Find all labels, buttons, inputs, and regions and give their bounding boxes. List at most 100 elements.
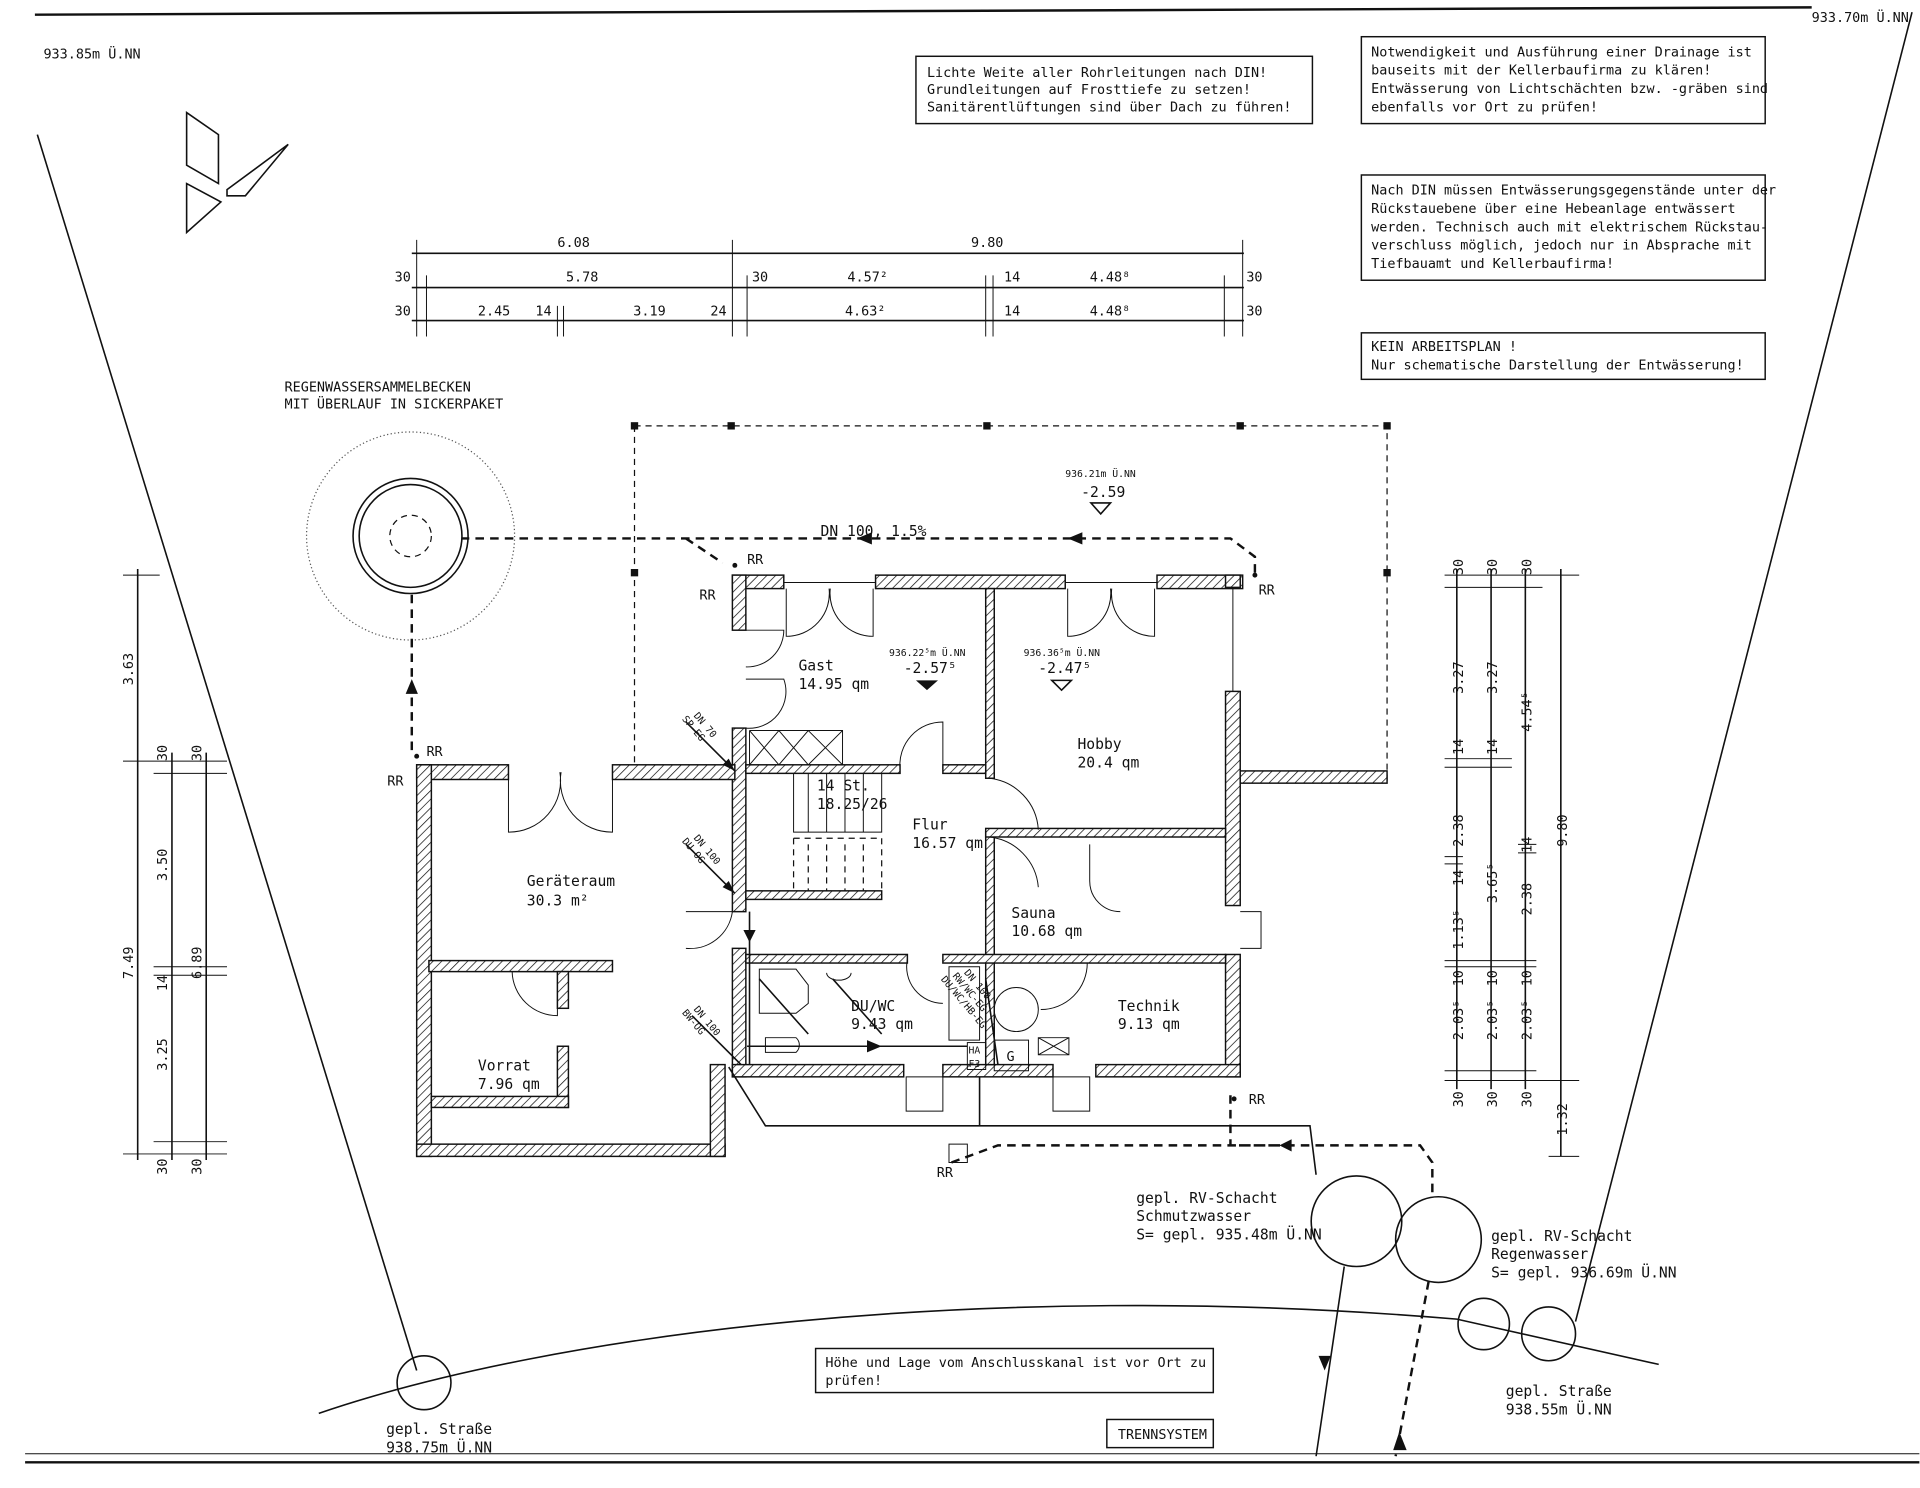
svg-text:3.19: 3.19 xyxy=(633,305,665,320)
svg-text:DU/WC: DU/WC xyxy=(851,998,895,1015)
svg-text:936.36⁵m Ü.NN: 936.36⁵m Ü.NN xyxy=(1024,646,1101,659)
svg-text:14: 14 xyxy=(1486,739,1501,755)
svg-text:10: 10 xyxy=(1520,970,1535,986)
rainwater-tank: REGENWASSERSAMMELBECKEN MIT ÜBERLAUF IN … xyxy=(285,381,516,641)
note-drainage: Notwendigkeit und Ausführung einer Drain… xyxy=(1360,35,1768,125)
svg-text:3.27: 3.27 xyxy=(1452,661,1467,693)
svg-text:9.43 qm: 9.43 qm xyxy=(851,1016,913,1033)
rr-label: RR xyxy=(1259,584,1276,599)
svg-text:Technik: Technik xyxy=(1118,998,1180,1015)
svg-text:30: 30 xyxy=(156,745,171,761)
svg-text:10: 10 xyxy=(1452,970,1467,986)
svg-text:Schmutzwasser: Schmutzwasser xyxy=(1136,1208,1251,1225)
svg-text:30: 30 xyxy=(1452,559,1467,575)
svg-text:30: 30 xyxy=(156,1159,171,1175)
svg-text:gepl. Straße: gepl. Straße xyxy=(386,1421,492,1438)
elevation-gast: 936.22⁵m Ü.NN -2.57⁵ xyxy=(889,646,966,691)
street-label-left: gepl. Straße 938.75m Ü.NN xyxy=(386,1421,492,1456)
svg-text:2.03⁵: 2.03⁵ xyxy=(1520,1000,1535,1041)
svg-text:3.27: 3.27 xyxy=(1486,661,1501,693)
svg-text:9.80: 9.80 xyxy=(1556,814,1571,846)
svg-text:Notwendigkeit und Ausführung e: Notwendigkeit und Ausführung einer Drain… xyxy=(1371,45,1752,60)
room-geraeteraum: Geräteraum 30.3 m² xyxy=(527,873,615,910)
svg-text:6.89: 6.89 xyxy=(190,947,205,979)
svg-text:-2.47⁵: -2.47⁵ xyxy=(1038,660,1091,677)
svg-text:30: 30 xyxy=(395,270,411,285)
pipes-rainwater xyxy=(405,532,1434,1457)
svg-text:Grundleitungen auf Frosttiefe: Grundleitungen auf Frosttiefe zu setzen! xyxy=(927,83,1251,98)
svg-text:14.95 qm: 14.95 qm xyxy=(798,676,869,693)
system-label: TRENNSYSTEM xyxy=(1106,1418,1215,1449)
svg-text:30.3 m²: 30.3 m² xyxy=(527,893,589,910)
svg-text:Rückstauebene über eine Hebean: Rückstauebene über eine Hebeanlage entwä… xyxy=(1371,202,1735,217)
svg-text:Regenwasser: Regenwasser xyxy=(1491,1246,1588,1263)
svg-text:10: 10 xyxy=(1486,970,1501,986)
elevation-hobby: 936.36⁵m Ü.NN -2.47⁵ xyxy=(1024,646,1101,692)
svg-text:S= gepl. 935.48m Ü.NN: S= gepl. 935.48m Ü.NN xyxy=(1136,1226,1322,1244)
shaft-regenwasser xyxy=(1394,1195,1483,1284)
svg-text:5.78: 5.78 xyxy=(566,270,598,285)
svg-text:14: 14 xyxy=(1520,837,1535,853)
svg-text:REGENWASSERSAMMELBECKEN: REGENWASSERSAMMELBECKEN xyxy=(285,381,471,396)
svg-text:3.25: 3.25 xyxy=(156,1038,171,1070)
svg-text:10.68 qm: 10.68 qm xyxy=(1011,923,1082,940)
street-shaft xyxy=(1457,1297,1511,1351)
property-line-right xyxy=(1574,12,1913,1322)
svg-text:4.57²: 4.57² xyxy=(847,270,888,285)
rr-label: RR xyxy=(426,745,443,760)
elevation-top-right: 933.70m Ü.NN xyxy=(1812,8,1909,26)
svg-text:KEIN ARBEITSPLAN !: KEIN ARBEITSPLAN ! xyxy=(1371,340,1517,355)
svg-text:7.96 qm: 7.96 qm xyxy=(478,1076,540,1093)
svg-text:S= gepl. 936.69m Ü.NN: S= gepl. 936.69m Ü.NN xyxy=(1491,1264,1677,1282)
svg-text:Vorrat: Vorrat xyxy=(478,1058,531,1075)
svg-text:prüfen!: prüfen! xyxy=(825,1374,882,1389)
stair-label: 14 St.18.25/26 xyxy=(817,778,888,813)
svg-text:1.32: 1.32 xyxy=(1556,1103,1571,1135)
svg-text:Entwässerung von Lichtschächte: Entwässerung von Lichtschächten bzw. -gr… xyxy=(1371,82,1768,97)
svg-text:werden. Technisch auch mit ele: werden. Technisch auch mit elektrischem … xyxy=(1371,220,1768,235)
dimension-chain-right: 30 3.27 14 2.38 14 1.13⁵ 10 2.03⁵ 30 30 … xyxy=(1444,559,1580,1157)
street-line xyxy=(318,1304,1659,1415)
fixture-f: F3 xyxy=(969,1059,981,1070)
svg-text:Sauna: Sauna xyxy=(1011,905,1055,922)
rr-label: RR xyxy=(387,775,404,790)
street-shaft xyxy=(396,1355,452,1411)
svg-text:30: 30 xyxy=(190,745,205,761)
svg-text:-2.57⁵: -2.57⁵ xyxy=(904,660,957,677)
svg-text:Geräteraum: Geräteraum xyxy=(527,873,615,890)
svg-text:30: 30 xyxy=(190,1159,205,1175)
svg-text:gepl. Straße: gepl. Straße xyxy=(1506,1383,1612,1400)
svg-text:7.49: 7.49 xyxy=(122,947,137,979)
svg-text:Hobby: Hobby xyxy=(1077,736,1121,753)
svg-text:3.63: 3.63 xyxy=(122,653,137,685)
svg-text:30: 30 xyxy=(1486,1091,1501,1107)
svg-text:14: 14 xyxy=(1004,270,1020,285)
terrace-outline xyxy=(630,422,1391,781)
fixture-ha: HA xyxy=(969,1046,981,1057)
svg-text:4.48⁸: 4.48⁸ xyxy=(1090,270,1131,285)
elevation-terrace: 936.21m Ü.NN -2.59 xyxy=(1065,467,1136,516)
svg-text:2.38: 2.38 xyxy=(1452,814,1467,846)
svg-text:9.13 qm: 9.13 qm xyxy=(1118,1016,1180,1033)
svg-text:Höhe und Lage vom Anschlusskan: Höhe und Lage vom Anschlusskanal ist vor… xyxy=(825,1356,1206,1371)
svg-text:verschluss möglich, jedoch nur: verschluss möglich, jedoch nur in Abspra… xyxy=(1371,239,1752,254)
frame-top-line xyxy=(34,6,1812,16)
rr-label: RR xyxy=(699,589,716,604)
pipe-main-label: DN 100, 1.5% xyxy=(821,523,927,540)
svg-text:938.55m Ü.NN: 938.55m Ü.NN xyxy=(1506,1401,1612,1419)
rr-label: RR xyxy=(937,1166,954,1181)
svg-text:936.22⁵m Ü.NN: 936.22⁵m Ü.NN xyxy=(889,646,966,659)
svg-text:Tiefbauamt und Kellerbaufirma!: Tiefbauamt und Kellerbaufirma! xyxy=(1371,257,1614,272)
street-shaft xyxy=(1520,1306,1577,1362)
pipes-wastewater xyxy=(685,721,1346,1457)
svg-text:bauseits mit der Kellerbaufirm: bauseits mit der Kellerbaufirma zu kläre… xyxy=(1371,64,1711,79)
svg-text:30: 30 xyxy=(1246,270,1262,285)
room-du-wc: DU/WC9.43 qm xyxy=(851,998,913,1033)
